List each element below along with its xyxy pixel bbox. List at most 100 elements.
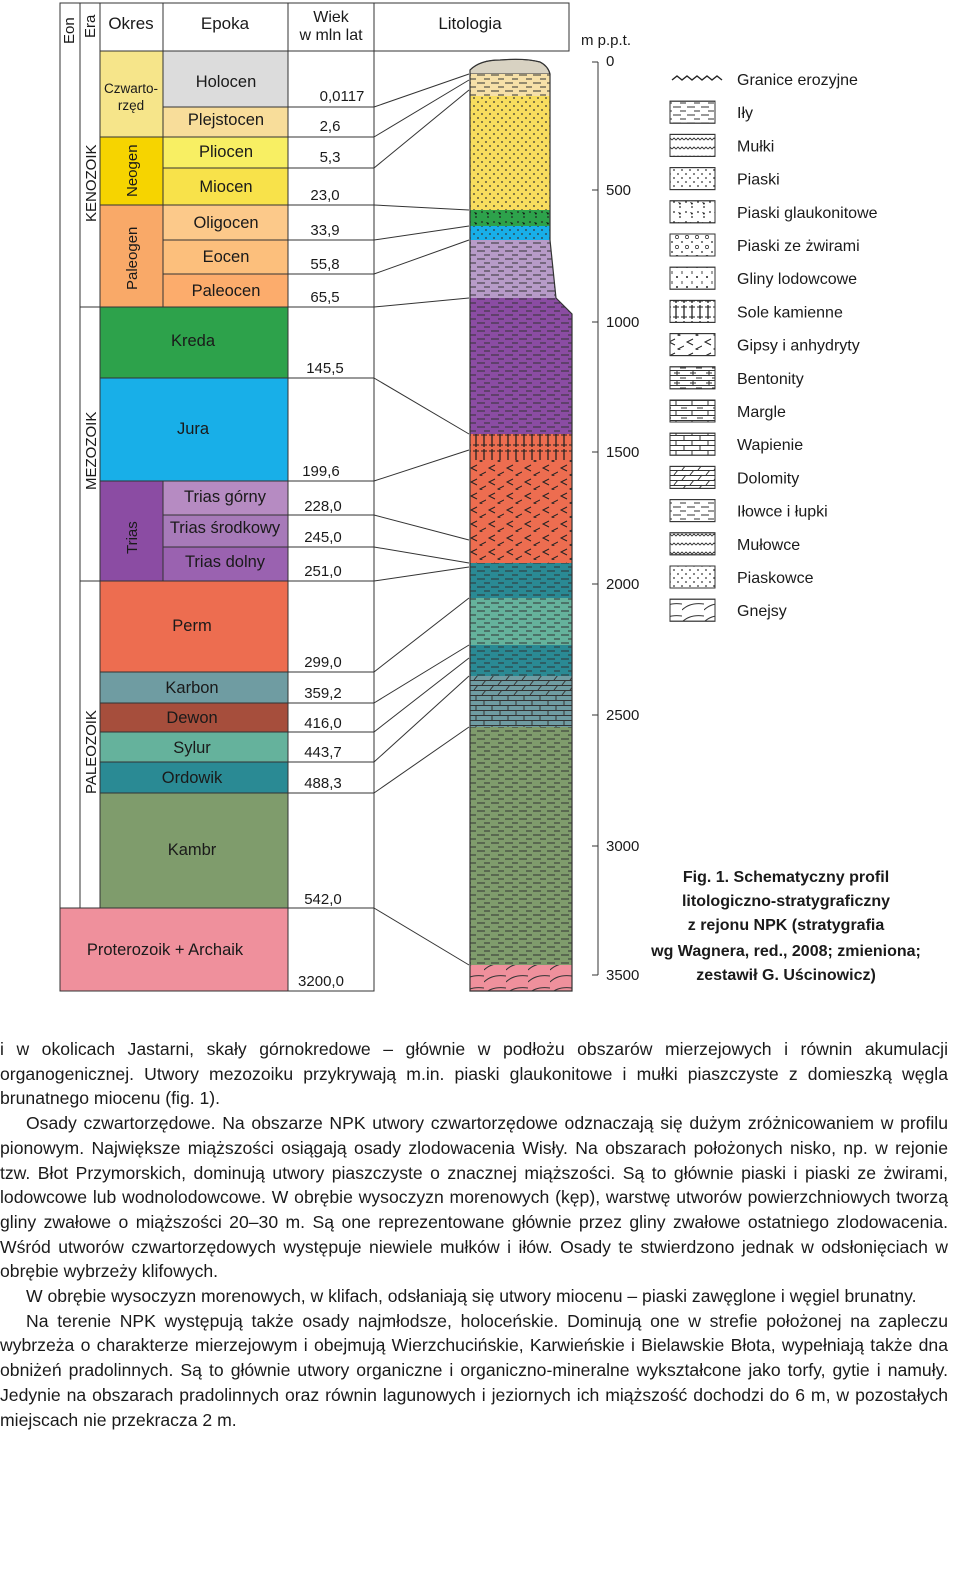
glauconitic-sand-pattern (670, 201, 715, 223)
depth-tick-label: 3000 (606, 838, 639, 855)
legend-label: Iłowce i łupki (737, 504, 828, 521)
age-label: 245,0 (304, 529, 342, 546)
caption-line: zestawił G. Uścinowicz) (696, 967, 876, 984)
age-label: 0,0117 (320, 88, 365, 105)
depth-tick-label: 0 (606, 53, 614, 70)
age-label: 3200,0 (298, 973, 344, 990)
legend-item: Margle (670, 400, 786, 422)
header-eon: Eon (61, 17, 78, 44)
caption-line: Fig. 1. Schematyczny profil (683, 869, 889, 886)
silt-pattern (670, 134, 715, 156)
caption-line: z rejonu NPK (stratygrafia (688, 917, 885, 934)
legend-label: Sole kamienne (737, 304, 843, 321)
legend-label: Piaskowce (737, 570, 814, 587)
legend-item: Sole kamienne (670, 300, 843, 322)
label-holocene: Holocen (196, 73, 257, 91)
age-label: 542,0 (304, 891, 342, 908)
paragraph: i w okolicach Jastarni, skały górnokredo… (0, 1037, 948, 1111)
paragraph: W obrębie wysoczyzn morenowych, w klifac… (0, 1284, 948, 1309)
depth-unit-label: m p.p.t. (581, 32, 631, 49)
paragraph: Na terenie NPK występują także osady naj… (0, 1309, 948, 1433)
depth-tick-label: 1500 (606, 444, 639, 461)
era-mesozoic: MEZOZOIK (83, 412, 100, 490)
paragraph: Osady czwartorzędowe. Na obszarze NPK ut… (0, 1111, 948, 1284)
era-cenozoic: KENOZOIK (83, 144, 100, 222)
age-label: 199,6 (302, 463, 340, 480)
age-label: 23,0 (310, 187, 339, 204)
label-ordovician: Ordowik (162, 769, 223, 787)
legend-label: Bentonity (737, 371, 804, 388)
depth-tick-label: 2000 (606, 576, 639, 593)
label-trias-upper: Trias górny (184, 488, 267, 506)
age-label: 228,0 (304, 498, 342, 515)
legend-item: Piaskowce (670, 566, 814, 588)
label-carboniferous: Karbon (165, 679, 218, 697)
age-label: 488,3 (304, 775, 342, 792)
siltstone-pattern (670, 533, 715, 555)
legend-item: Iły (670, 101, 753, 123)
label-pleistocene: Plejstocen (188, 111, 264, 129)
depth-tick-label: 1000 (606, 314, 639, 331)
label-trias-lower: Trias dolny (185, 553, 266, 571)
legend-label: Margle (737, 404, 786, 421)
gypsum-pattern (670, 334, 715, 356)
age-label: 416,0 (304, 715, 342, 732)
marl-pattern (670, 400, 715, 422)
legend-item: Bentonity (670, 367, 804, 389)
legend-label: Piaski glaukonitowe (737, 205, 878, 222)
dolomite-pattern (670, 466, 715, 488)
age-label: 443,7 (304, 744, 342, 761)
label-paleogene: Paleogen (124, 227, 141, 290)
legend-label: Gnejsy (737, 603, 787, 620)
header-epoch: Epoka (201, 14, 250, 33)
legend-label: Granice erozyjne (737, 72, 858, 89)
correlation-lines (374, 74, 469, 965)
label-trias-middle: Trias środkowy (170, 519, 281, 537)
age-label: 359,2 (304, 685, 342, 702)
legend-label: Piaski (737, 172, 780, 189)
rock-salt-pattern (670, 300, 715, 322)
legend-item: Dolomity (670, 466, 799, 488)
legend-item: Piaski (670, 168, 780, 190)
label-triassic: Trias (124, 521, 141, 554)
age-label: 145,5 (306, 360, 344, 377)
bentonite-pattern (670, 367, 715, 389)
legend-label: Mułki (737, 138, 774, 155)
label-devonian: Dewon (166, 709, 217, 727)
label-permian: Perm (172, 617, 211, 635)
legend-item: Granice erozyjne (672, 72, 858, 89)
claystone-pattern (670, 500, 715, 522)
header-era: Era (82, 14, 99, 38)
label-pliocene: Pliocen (199, 143, 253, 161)
age-label: 2,6 (320, 118, 341, 135)
label-miocene: Miocen (199, 178, 252, 196)
clay-pattern (670, 101, 715, 123)
legend-label: Piaski ze żwirami (737, 238, 860, 255)
eon-column (60, 3, 80, 908)
legend-item: Piaski ze żwirami (670, 234, 860, 256)
depth-tick-label: 500 (606, 182, 631, 199)
header-lithology: Litologia (438, 14, 502, 33)
label-oligocene: Oligocen (193, 214, 258, 232)
age-label: 5,3 (320, 149, 341, 166)
depth-tick-label: 3500 (606, 967, 639, 984)
legend-item: Gipsy i anhydryty (670, 334, 860, 356)
legend-item: Mułki (670, 134, 774, 156)
sand-pattern (670, 168, 715, 190)
label-eocene: Eocen (203, 248, 250, 266)
age-label: 65,5 (310, 289, 339, 306)
era-paleozoic: PALEOZOIK (83, 710, 100, 794)
label-proterozoic: Proterozoik + Archaik (87, 941, 244, 959)
label-quaternary-2: rzęd (118, 98, 144, 113)
legend-item: Gnejsy (670, 599, 787, 621)
legend-item: Gliny lodowcowe (670, 267, 857, 289)
legend-label: Gliny lodowcowe (737, 271, 857, 288)
age-label: 299,0 (304, 654, 342, 671)
till-pattern (670, 267, 715, 289)
caption-line: litologiczno-stratygraficzny (682, 893, 890, 910)
legend-item: Wapienie (670, 433, 803, 455)
legend-label: Dolomity (737, 470, 799, 487)
depth-tick-label: 2500 (606, 707, 639, 724)
label-cretaceous: Kreda (171, 332, 216, 350)
